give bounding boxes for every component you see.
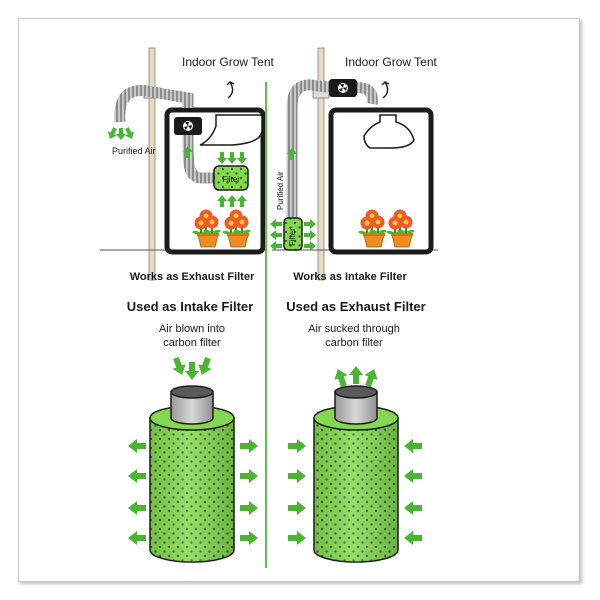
filter-label: Filter — [222, 175, 240, 184]
fan-icon — [329, 79, 357, 97]
carbon-filter-cylinder — [149, 385, 235, 563]
pointer-arrow-icon — [381, 80, 390, 99]
fan-icon — [174, 117, 202, 135]
panel-caption: Works as Exhaust Filter — [130, 271, 255, 283]
intake-filter-panel: Used as Intake Filter Air blown into car… — [127, 299, 258, 563]
carbon-filter-cylinder — [313, 385, 399, 563]
exhaust-tent-panel: Filter — [100, 47, 274, 283]
panel-desc-line2: carbon filter — [163, 337, 221, 349]
exhaust-filter-panel: Used as Exhaust Filter Air sucked throug… — [286, 299, 426, 563]
image-frame — [18, 18, 580, 582]
panel-desc-line1: Air blown into — [159, 323, 225, 335]
intake-tent-panel: Filter Purified Air Indoor Grow Tent Wor… — [270, 47, 438, 283]
filter-icon — [213, 165, 249, 191]
purified-air-label: Purified Air — [276, 171, 285, 210]
wall-post — [317, 47, 325, 281]
filter-icon — [283, 217, 303, 251]
purified-air-label: Purified Air — [112, 146, 156, 156]
tent-label: Indoor Grow Tent — [182, 55, 274, 69]
panel-heading: Used as Exhaust Filter — [286, 299, 425, 314]
exhaust-duct-outside — [114, 85, 194, 123]
hood-light-icon — [199, 114, 263, 146]
panel-desc-line2: carbon filter — [325, 337, 383, 349]
panel-heading: Used as Intake Filter — [127, 299, 253, 314]
tent-label: Indoor Grow Tent — [345, 55, 437, 69]
exhaust-duct-inside — [182, 131, 214, 184]
pointer-arrow-icon — [226, 80, 235, 99]
intake-duct — [286, 79, 339, 222]
filter-label: Filter — [288, 228, 297, 246]
hood-light-icon — [363, 114, 415, 149]
wall-post — [148, 47, 156, 281]
panel-desc-line1: Air sucked through — [308, 323, 400, 335]
panel-caption: Works as Intake Filter — [293, 271, 407, 283]
arrow-icon — [105, 125, 137, 141]
